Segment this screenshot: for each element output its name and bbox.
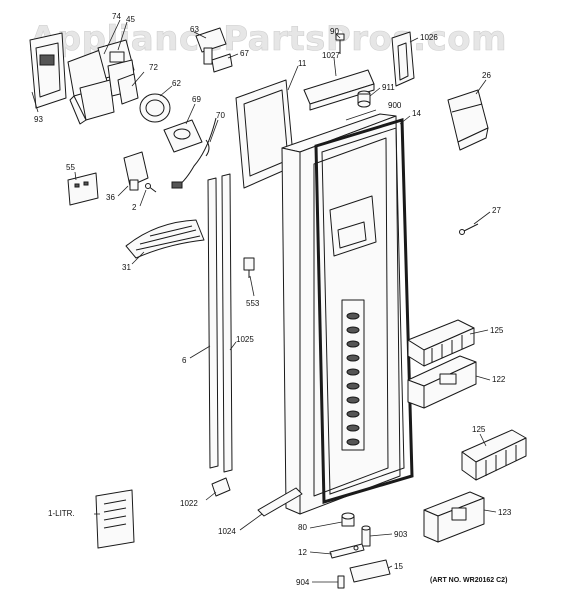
label-70: 70 [216,111,225,120]
part-122-bin[interactable] [407,355,477,409]
part-93-housing[interactable] [29,32,67,109]
part-74-bracket[interactable] [67,49,115,125]
label-6: 6 [182,356,187,365]
part-72-switch[interactable] [117,73,139,105]
part-31-grille[interactable] [125,219,205,259]
label-11: 11 [298,59,307,68]
label-63: 63 [190,25,199,34]
label-69: 69 [192,95,201,104]
part-903-pin[interactable] [361,525,371,547]
art-number: (ART NO. WR20162 C2) [430,577,507,584]
label-1026: 1026 [420,33,438,42]
label-125-upper: 125 [490,326,504,335]
part-1022-clip[interactable] [211,477,231,497]
label-26: 26 [482,71,491,80]
label-74: 74 [112,12,121,21]
label-27: 27 [492,206,501,215]
part-27-screw[interactable] [459,223,479,235]
label-125-lower: 125 [472,425,486,434]
part-12-bracket[interactable] [329,543,365,559]
part-904-screw[interactable] [337,575,345,589]
part-36-actuator[interactable] [123,151,149,191]
label-67: 67 [240,49,249,58]
label-36: 36 [106,193,115,202]
door-rail-slots [341,299,365,451]
label-1025: 1025 [236,335,254,344]
part-125-shelf-lower[interactable] [461,429,527,481]
label-90: 90 [330,27,339,36]
leader-lines [31,19,497,583]
label-904: 904 [296,578,310,587]
label-12: 12 [298,548,307,557]
callout-labels: 74 45 63 67 90 1026 1027 11 72 62 93 911… [34,12,512,587]
part-2-screw[interactable] [145,183,157,193]
part-1027-bar[interactable] [303,69,375,111]
label-93: 93 [34,115,43,124]
part-14-gasket[interactable] [314,117,414,504]
label-911: 911 [382,83,395,92]
label-122: 122 [492,375,506,384]
part-1026-hinge[interactable] [391,31,415,87]
part-63-latch[interactable] [195,27,233,73]
part-69-duct[interactable] [163,119,203,153]
label-55: 55 [66,163,75,172]
part-911-bushing[interactable] [357,90,371,108]
label-900: 900 [388,101,402,110]
label-123: 123 [498,508,512,517]
label-14: 14 [412,109,421,118]
label-1027: 1027 [322,51,340,60]
part-90-screw[interactable] [335,33,345,54]
label-45: 45 [126,15,135,24]
label-903: 903 [394,530,408,539]
label-1022: 1022 [180,499,198,508]
part-900-door[interactable] [281,113,401,515]
label-72: 72 [149,63,158,72]
part-123-bin[interactable] [423,491,485,543]
label-31: 31 [122,263,131,272]
label-553: 553 [246,299,260,308]
part-11-frame[interactable] [235,79,295,189]
part-1025-trim[interactable] [221,173,233,473]
part-6-trim[interactable] [207,177,219,469]
part-1-litr-manual[interactable] [95,489,135,549]
label-80: 80 [298,523,307,532]
part-55-plate[interactable] [67,172,99,206]
part-26-cover[interactable] [447,89,489,151]
part-15-hinge[interactable] [349,559,391,583]
label-15: 15 [394,562,403,571]
part-80-bushing[interactable] [341,512,355,527]
label-62: 62 [172,79,181,88]
label-2: 2 [132,203,137,212]
label-1024: 1024 [218,527,236,536]
label-1-litr: 1-LITR. [48,509,75,518]
part-62-ring[interactable] [139,93,171,123]
part-70-wire-harness[interactable] [171,117,217,189]
part-125-shelf-upper[interactable] [407,319,475,367]
part-553-clip[interactable] [243,257,255,278]
